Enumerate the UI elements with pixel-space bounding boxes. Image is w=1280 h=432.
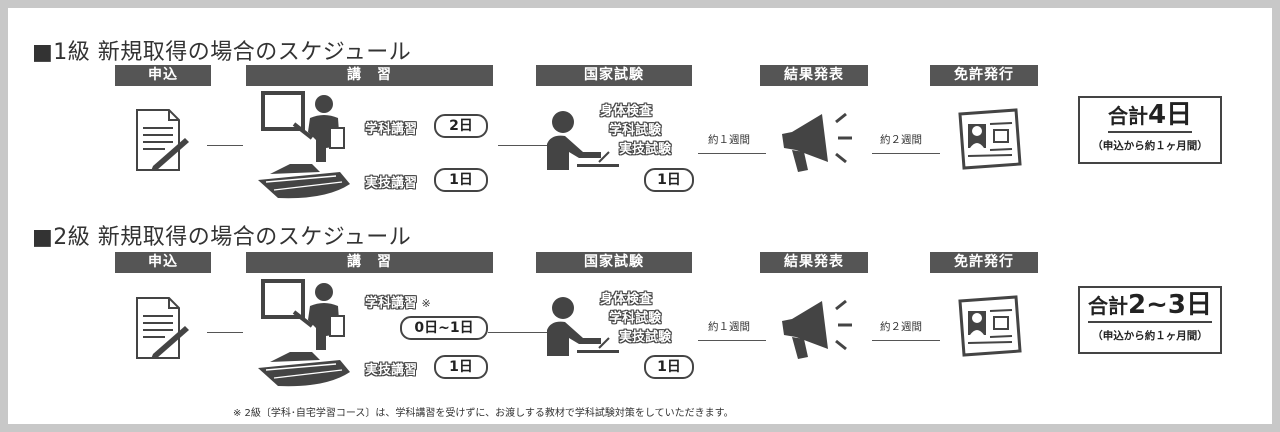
connector-line — [207, 332, 243, 333]
application-form-icon — [136, 109, 189, 171]
connector-line — [488, 332, 550, 333]
total-box: 合計4日 （申込から約１ヶ月間） — [1078, 96, 1222, 164]
megaphone-icon — [782, 112, 852, 172]
application-form-icon — [136, 297, 189, 359]
header-exam: 国家試験 — [536, 65, 692, 86]
lecture-practical-label: 実技講習 — [365, 363, 418, 378]
exam-desk-icon — [547, 297, 619, 356]
lecture-practical-label: 実技講習 — [365, 176, 418, 191]
exam-item-practical: 実技試験 — [619, 142, 672, 157]
connector-line — [698, 340, 766, 341]
lecture-academic-label: 学科講習 — [365, 122, 418, 137]
connector-line — [872, 340, 940, 341]
lecture-academic-days: 0日~1日 — [400, 316, 488, 340]
exam-item-practical: 実技試験 — [619, 330, 672, 345]
footnote-mark: ※ — [421, 297, 431, 310]
license-card-icon — [958, 295, 1022, 357]
lecture-practical-days: 1日 — [434, 168, 488, 192]
exam-desk-icon — [547, 111, 619, 170]
schedule-2-title: ■2級 新規取得の場合のスケジュール — [32, 225, 412, 250]
exam-days: 1日 — [644, 168, 694, 192]
exam-item-academic: 学科試験 — [609, 311, 662, 326]
total-box: 合計2~3日 （申込から約１ヶ月間） — [1078, 286, 1222, 354]
exam-item-physical: 身体検査 — [600, 292, 653, 307]
wait-period-2: 約２週間 — [880, 134, 922, 146]
connector-line — [207, 145, 243, 146]
total-subtitle: （申込から約１ヶ月間） — [1092, 140, 1208, 152]
header-exam: 国家試験 — [536, 252, 692, 273]
total-duration: 合計4日 — [1107, 102, 1193, 133]
license-card-icon — [958, 108, 1022, 170]
header-result: 結果発表 — [760, 252, 868, 273]
lecture-academic-label: 学科講習 ※ — [365, 296, 431, 311]
lecture-teacher-icon — [261, 91, 345, 162]
header-result: 結果発表 — [760, 65, 868, 86]
wait-period-1: 約１週間 — [708, 321, 750, 333]
boat-icon — [258, 352, 350, 387]
connector-line — [698, 153, 766, 154]
exam-item-academic: 学科試験 — [609, 123, 662, 138]
wait-period-1: 約１週間 — [708, 134, 750, 146]
megaphone-icon — [782, 299, 852, 359]
schedule-panel: ■1級 新規取得の場合のスケジュール 申込 講 習 国家試験 結果発表 免許発行… — [8, 8, 1272, 424]
header-apply: 申込 — [115, 252, 211, 273]
footnote: ※ 2級〔学科･自宅学習コース〕は、学科講習を受けずに、お渡しする教材で学科試験… — [233, 408, 734, 419]
lecture-teacher-icon — [261, 279, 345, 350]
header-license: 免許発行 — [930, 65, 1038, 86]
header-lecture: 講 習 — [246, 252, 493, 273]
total-subtitle: （申込から約１ヶ月間） — [1092, 330, 1208, 342]
lecture-practical-days: 1日 — [434, 355, 488, 379]
total-duration: 合計2~3日 — [1088, 292, 1212, 323]
exam-item-physical: 身体検査 — [600, 104, 653, 119]
connector-line — [498, 145, 550, 146]
header-apply: 申込 — [115, 65, 211, 86]
lecture-academic-days: 2日 — [434, 114, 488, 138]
header-lecture: 講 習 — [246, 65, 493, 86]
connector-line — [872, 153, 940, 154]
exam-days: 1日 — [644, 355, 694, 379]
schedule-1-title: ■1級 新規取得の場合のスケジュール — [32, 40, 412, 65]
boat-icon — [258, 164, 350, 199]
header-license: 免許発行 — [930, 252, 1038, 273]
wait-period-2: 約２週間 — [880, 321, 922, 333]
